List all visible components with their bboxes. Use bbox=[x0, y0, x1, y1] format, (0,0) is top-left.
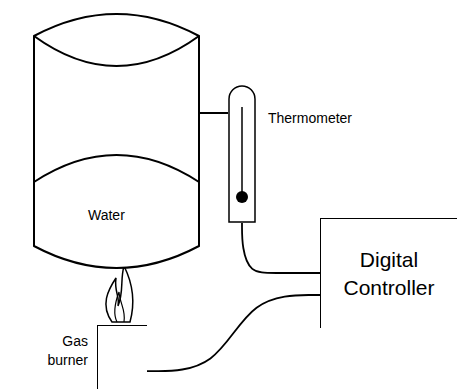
thermometer: Thermometer bbox=[228, 85, 256, 223]
tank-top-rim bbox=[34, 36, 199, 66]
tank-label: Water bbox=[88, 206, 125, 225]
thermometer-label: Thermometer bbox=[268, 109, 352, 128]
tank-outline bbox=[33, 8, 200, 270]
flame-inner bbox=[115, 292, 125, 322]
controller-box: Digital Controller bbox=[320, 218, 457, 328]
thermometer-column bbox=[241, 107, 243, 193]
tank-body bbox=[34, 14, 199, 268]
thermometer-tube bbox=[229, 86, 255, 222]
flame bbox=[106, 266, 133, 322]
signal-wire bbox=[147, 295, 320, 371]
signal-wire bbox=[242, 223, 320, 273]
water-surface bbox=[34, 155, 199, 182]
controller-label: Digital Controller bbox=[327, 245, 451, 302]
burner-label: Gas burner bbox=[24, 332, 88, 370]
burner-box: Gas burner bbox=[97, 325, 147, 389]
thermometer-bulb bbox=[236, 191, 248, 203]
water-tank: Water bbox=[33, 8, 200, 270]
thermometer-outline bbox=[228, 85, 256, 223]
